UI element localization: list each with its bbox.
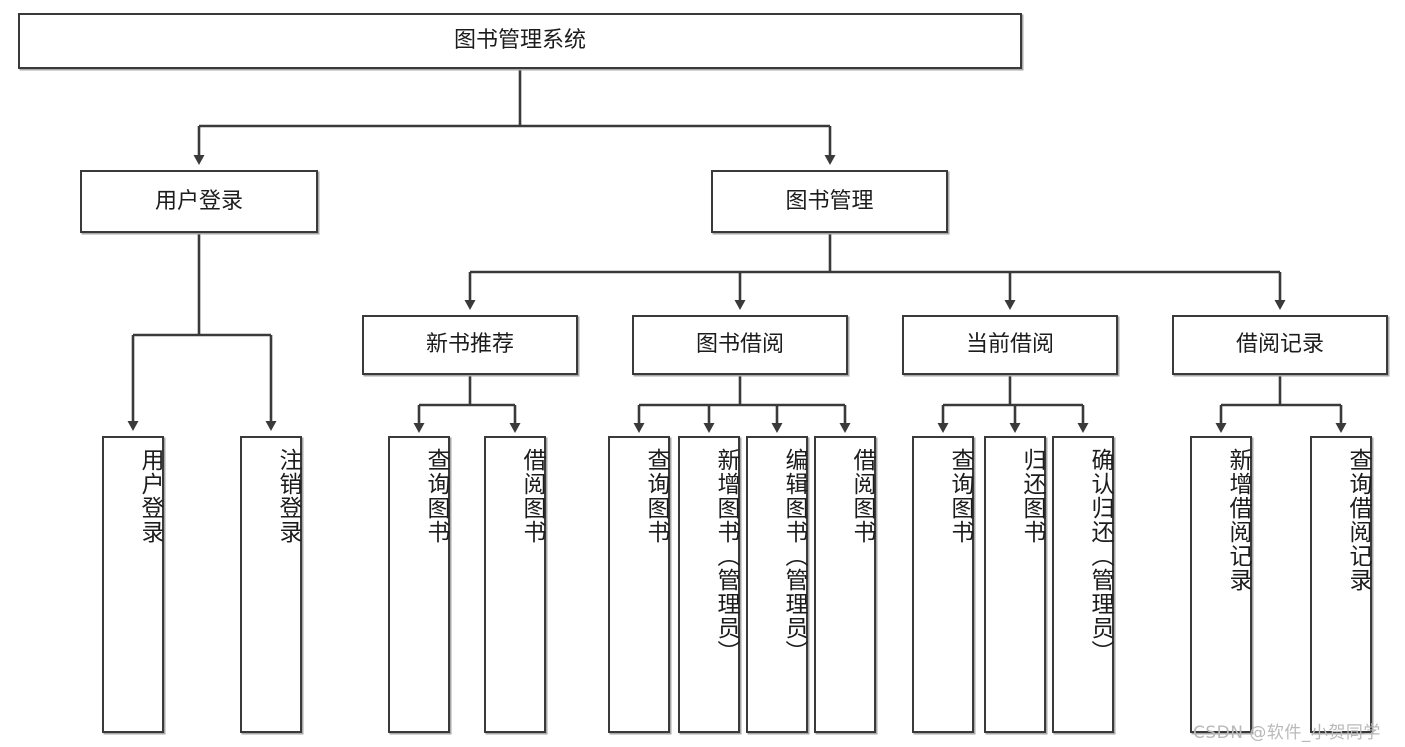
node-label: 查询借阅记录 [1345,448,1371,592]
node-leaf-query-books-current[interactable]: 查询图书 [912,436,974,733]
node-label: 图书借阅 [695,332,784,358]
node-label: 新书推荐 [425,332,514,358]
node-label: 用户登录 [137,448,163,544]
node-leaf-query-borrow-record[interactable]: 查询借阅记录 [1310,436,1372,733]
node-leaf-logout[interactable]: 注销登录 [240,436,302,733]
node-leaf-query-books-borrowing[interactable]: 查询图书 [608,436,670,733]
csdn-watermark: CSDN @软件_小贺同学 [1193,723,1381,743]
node-label: 注销登录 [275,448,301,544]
node-label: 确认归还（管理员） [1087,448,1113,664]
node-label: 新增图书（管理员） [713,448,739,664]
node-leaf-return-books[interactable]: 归还图书 [984,436,1046,733]
node-new-book-recommendation[interactable]: 新书推荐 [362,315,578,375]
node-label: 查询图书 [423,448,449,544]
node-label: 当前借阅 [965,332,1054,358]
node-book-management[interactable]: 图书管理 [711,170,948,233]
node-label: 新增借阅记录 [1225,448,1251,592]
node-leaf-confirm-return-admin[interactable]: 确认归还（管理员） [1052,436,1114,733]
node-leaf-borrow-books[interactable]: 借阅图书 [814,436,876,733]
node-label: 图书管理 [785,188,874,214]
node-label: 图书管理系统 [453,28,586,54]
node-label: 编辑图书（管理员） [781,448,807,664]
node-label: 借阅记录 [1235,332,1324,358]
node-leaf-query-books-recommendation[interactable]: 查询图书 [388,436,450,733]
node-label: 查询图书 [947,448,973,544]
node-user-login[interactable]: 用户登录 [80,170,318,233]
node-leaf-add-book-admin[interactable]: 新增图书（管理员） [678,436,740,733]
node-label: 借阅图书 [519,448,545,544]
node-label: 查询图书 [643,448,669,544]
node-borrowing-records[interactable]: 借阅记录 [1172,315,1388,375]
node-label: 用户登录 [154,188,243,214]
node-leaf-borrow-books-recommendation[interactable]: 借阅图书 [484,436,546,733]
node-root-book-management-system[interactable]: 图书管理系统 [18,13,1022,69]
node-label: 借阅图书 [849,448,875,544]
node-current-borrowing[interactable]: 当前借阅 [902,315,1118,375]
node-label: 归还图书 [1019,448,1045,544]
node-leaf-user-login[interactable]: 用户登录 [102,436,164,733]
node-leaf-edit-book-admin[interactable]: 编辑图书（管理员） [746,436,808,733]
node-book-borrowing[interactable]: 图书借阅 [632,315,848,375]
node-leaf-add-borrow-record[interactable]: 新增借阅记录 [1190,436,1252,733]
